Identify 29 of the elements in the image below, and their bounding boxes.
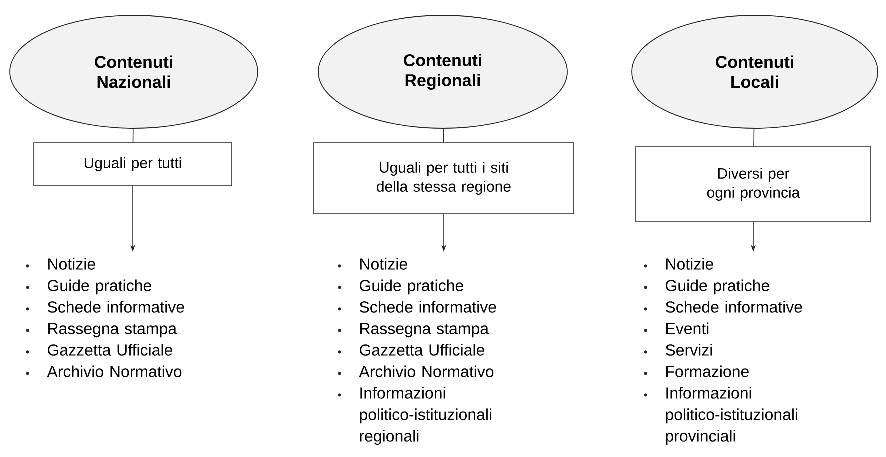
node-label: Gazzetta Ufficiale	[360, 344, 484, 356]
node-label: Schede informative	[48, 301, 184, 313]
node-label: Servizi	[666, 344, 712, 356]
bullet-list: Notizie Guide pratiche Schede informative Rassegna stampa Gazzetta Ufficiale Archivio Normativo	[26, 258, 184, 378]
node-label: Schede informative	[360, 301, 496, 313]
node-label: Informazioni politico-istituzionali regionali	[360, 387, 492, 446]
node-label: Archivio Normativo	[359, 366, 494, 378]
connector-line	[132, 128, 134, 143]
node-label: Guide pratiche	[666, 280, 770, 295]
description-box: Uguali per tutti	[34, 142, 232, 186]
node-label: Eventi	[666, 322, 709, 334]
node-label: Guide pratiche	[360, 280, 464, 295]
node-label: Informazioni politico-istituzionali provinciali	[666, 387, 798, 446]
node-label: Rassegna stampa	[360, 323, 490, 338]
node-label: Archivio Normativo	[47, 366, 182, 378]
node-label: Formazione	[666, 366, 749, 378]
bullet-list: Notizie Guide pratiche Schede informative Rassegna stampa Gazzetta Ufficiale Archivio Normativo Informazioni politico-istituzionali regionali	[338, 258, 496, 446]
node-label: Rassegna stampa	[48, 323, 178, 338]
node-label: Notizie	[48, 258, 96, 270]
node-label: Guide pratiche	[48, 280, 152, 295]
node-label: Notizie	[666, 258, 714, 270]
node-label: Schede informative	[666, 301, 802, 313]
connector-line	[754, 128, 755, 147]
node-label: Notizie	[360, 258, 408, 270]
node-label: Gazzetta Ufficiale	[48, 344, 172, 356]
connector-line	[443, 128, 444, 143]
description-box: Diversi per ogni provincia	[636, 146, 872, 222]
description-box: Uguali per tutti i siti della stessa regione	[314, 142, 574, 214]
bullet-list: Notizie Guide pratiche Schede informative Eventi Servizi Formazione Informazioni politico-istituzionali provinciali	[644, 258, 802, 446]
